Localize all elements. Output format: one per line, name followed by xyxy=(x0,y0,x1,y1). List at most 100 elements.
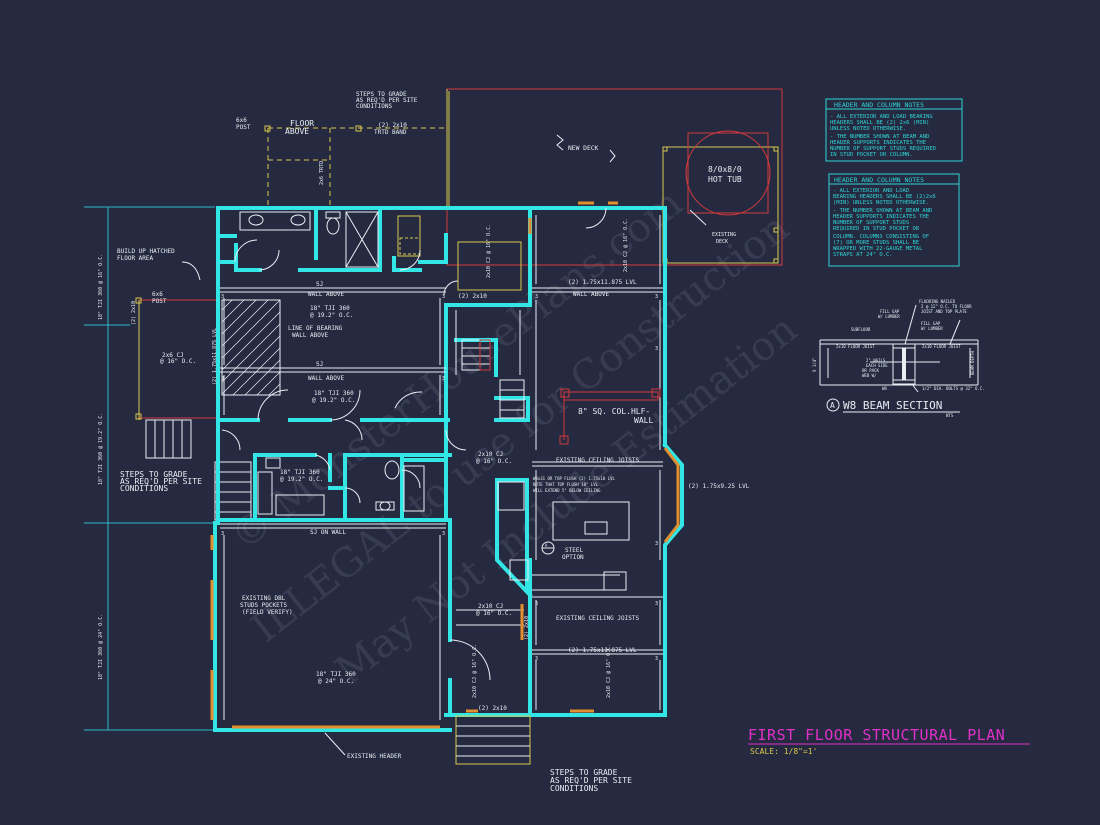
svg-text:3: 3 xyxy=(221,294,224,300)
header-2x10-label-1: (2) 2x10 xyxy=(458,293,487,300)
beam-section-title: W8 BEAM SECTION xyxy=(843,399,942,412)
cj-vert-label-2: 2x10 CJ @ 16" O.C. xyxy=(623,218,629,272)
svg-text:BEARING HEADERS SHALL BE (2)2x: BEARING HEADERS SHALL BE (2)2x6 xyxy=(833,194,936,200)
svg-text:3: 3 xyxy=(221,376,224,382)
svg-text:3: 3 xyxy=(535,294,538,300)
header-vert-label-left: (2) 2x10 xyxy=(131,301,137,325)
beam-floor-joist-left: 2x10 FLOOR JOIST xyxy=(836,344,875,349)
notes-box-1-title: HEADER AND COLUMN NOTES xyxy=(834,101,924,109)
beam-depth-label: BEAM DEPTH xyxy=(970,350,975,375)
sj-label-2: SJ xyxy=(316,361,323,368)
svg-text:HEADER SUPPORTS INDICATES THE: HEADER SUPPORTS INDICATES THE xyxy=(830,140,926,146)
notes-box-2-lines: - ALL EXTERIOR AND LOAD BEARING HEADERS … xyxy=(833,188,936,258)
new-deck-label: NEW DECK xyxy=(568,145,599,152)
bottom-steps xyxy=(455,715,531,765)
notes-box-1-lines: - ALL EXTERIOR AND LOAD BEARING HEADERS … xyxy=(830,114,936,158)
door-swings xyxy=(221,207,607,681)
svg-text:(7) OR MORE STUDS SHALL BE: (7) OR MORE STUDS SHALL BE xyxy=(833,240,919,246)
left-porch-steps xyxy=(145,419,192,459)
header-2x10-label-2: (2) 2x10 xyxy=(478,705,507,712)
svg-text:HEADER SUPPORTS INDICATES THE: HEADER SUPPORTS INDICATES THE xyxy=(833,214,929,220)
window-marks xyxy=(210,201,618,729)
svg-text:STRAPS AT 24" O.C.: STRAPS AT 24" O.C. xyxy=(833,252,893,258)
tji-label-4: 18" TJI 360@ 24" O.C. xyxy=(316,671,356,685)
beam-w8-label: W8 xyxy=(882,386,887,391)
sj-label-1: SJ xyxy=(316,281,323,288)
cj-vert-label-1: 2x10 CJ @ 16" O.C. xyxy=(486,224,492,278)
beam-depth-value: 9 1/4" xyxy=(812,358,817,372)
columns xyxy=(559,388,661,445)
svg-text:NUMBER OF SUPPORT STUDS: NUMBER OF SUPPORT STUDS xyxy=(833,220,909,226)
watermark: © MonsterHousePlans.com ILLEGAL to use f… xyxy=(222,180,805,694)
svg-text:3: 3 xyxy=(535,601,538,607)
svg-text:3: 3 xyxy=(655,294,658,300)
beam-bolts-label: 1/2" DIA. BOLTS @ 32" O.C. xyxy=(922,386,985,391)
notes-box-1 xyxy=(825,98,963,162)
tji-label-3: 18" TJI 360@ 19.2" O.C. xyxy=(280,469,323,483)
lvl-label-1: (2) 1.75x11.875 LVL xyxy=(568,279,637,286)
column-label: 8" SQ. COL.HLF-WALL xyxy=(578,407,653,425)
lvl-vert-label: (2) 1.75x11.875 LVL xyxy=(212,328,218,385)
svg-text:HEADERS SHALL BE (2) 2x6 (MIN): HEADERS SHALL BE (2) 2x6 (MIN) xyxy=(830,120,929,126)
svg-text:UNLESS NOTED OTHERWISE.: UNLESS NOTED OTHERWISE. xyxy=(830,126,906,132)
cj-vert-label-4: 2x10 CJ @ 16" O.C. xyxy=(472,644,478,698)
svg-text:3: 3 xyxy=(655,346,658,352)
lvl-bay-label: (2) 1.75x9.25 LVL xyxy=(688,483,750,490)
dim-label-3: 18" TJI 360 @ 24" O.C. xyxy=(98,614,104,680)
svg-text:3: 3 xyxy=(221,531,224,537)
left-porch xyxy=(135,297,252,521)
svg-text:(MIN) UNLESS NOTED OTHERWISE.: (MIN) UNLESS NOTED OTHERWISE. xyxy=(833,200,929,206)
existing-header-label: EXISTING HEADER xyxy=(347,753,402,760)
cj-label-1: 2x10 CJ@ 16" O.C. xyxy=(476,451,512,465)
steel-option-marker xyxy=(541,541,555,555)
cj-rot-label: 2x6 TRTD xyxy=(319,161,325,185)
svg-text:3: 3 xyxy=(655,601,658,607)
notes-box-2 xyxy=(828,173,960,267)
kitchen xyxy=(497,481,630,591)
cj-label-2: 2x10 CJ@ 16" O.C. xyxy=(476,603,512,617)
bay-window xyxy=(663,447,680,543)
stairs xyxy=(461,339,525,419)
svg-text:3: 3 xyxy=(442,531,445,537)
beam-section-nts: NTS xyxy=(946,413,954,418)
tji-label-2: 18" TJI 360@ 19.2" O.C. xyxy=(312,390,355,404)
hatched-floor-area xyxy=(221,299,281,396)
svg-text:COLUMN. COLUMNS CONSISTING OF: COLUMN. COLUMNS CONSISTING OF xyxy=(833,234,929,240)
left-dimension-line xyxy=(84,206,215,731)
dim-label-1: 18" TJI 360 @ 16" O.C. xyxy=(98,254,104,320)
steel-option-marker-letter: A xyxy=(545,543,548,548)
svg-text:REQUIRED IN STUD POCKET OR: REQUIRED IN STUD POCKET OR xyxy=(833,226,920,232)
bathroom-fixtures xyxy=(239,211,522,516)
svg-text:IN STUD POCKET OR COLUMN.: IN STUD POCKET OR COLUMN. xyxy=(830,152,913,158)
svg-text:NUMBER OF SUPPORT STUDS REQUIR: NUMBER OF SUPPORT STUDS REQUIRED xyxy=(830,146,936,152)
notes-box-2-title: HEADER AND COLUMN NOTES xyxy=(834,176,924,184)
svg-text:- THE NUMBER SHOWN AT BEAM AND: - THE NUMBER SHOWN AT BEAM AND xyxy=(830,134,929,140)
interior-lines xyxy=(220,215,663,720)
beam-subfloor-label: SUBFLOOR xyxy=(851,327,871,332)
sj-wall-label: SJ ON WALL xyxy=(310,529,347,536)
svg-text:- ALL EXTERIOR AND LOAD BEARIN: - ALL EXTERIOR AND LOAD BEARING xyxy=(830,114,933,120)
cj-left-label: 2x6 CJ@ 16" O.C. xyxy=(160,352,196,365)
ceiling-joists-label-1: EXISTING CEILING JOISTS xyxy=(556,457,639,464)
svg-text:3: 3 xyxy=(442,294,445,300)
svg-text:3: 3 xyxy=(655,541,658,547)
plan-scale: SCALE: 1/8"=1' xyxy=(750,747,817,756)
svg-text:3: 3 xyxy=(442,376,445,382)
plan-title: FIRST FLOOR STRUCTURAL PLAN xyxy=(748,726,1005,744)
